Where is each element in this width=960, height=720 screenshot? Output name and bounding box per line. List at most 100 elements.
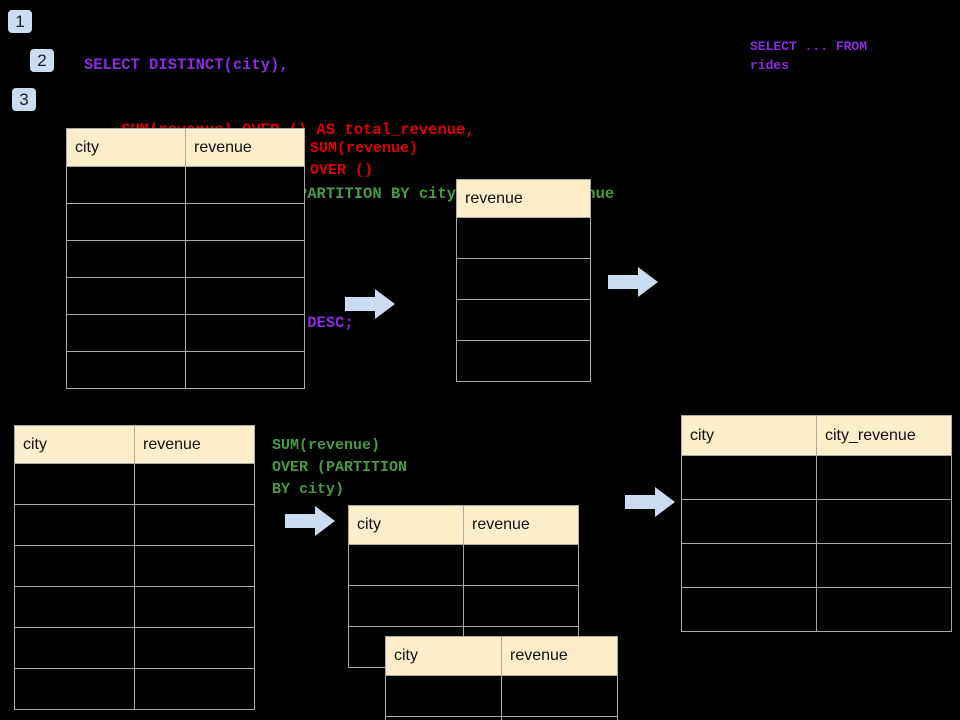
- cell-revenue: [134, 463, 255, 505]
- cell-revenue: [134, 545, 255, 587]
- total-revenue-table: revenue: [456, 179, 591, 382]
- column-header-revenue: revenue: [134, 425, 255, 464]
- cell-city-revenue: [816, 455, 952, 500]
- cell-revenue: [456, 217, 591, 259]
- table-header-row: city revenue: [385, 636, 618, 676]
- table-row: [14, 504, 255, 546]
- table-row: [66, 166, 305, 204]
- table-row: [348, 585, 579, 627]
- table-row: [66, 240, 305, 278]
- column-header-city: city: [14, 425, 135, 464]
- table-row: [681, 499, 952, 544]
- cell-city: [66, 166, 186, 204]
- arrow-partition-to-result: [625, 487, 675, 517]
- cell-city: [385, 716, 502, 720]
- table-row: [456, 340, 591, 382]
- city-revenue-result-table: city city_revenue: [681, 415, 952, 632]
- sql-line-select: SELECT DISTINCT(city),: [84, 56, 289, 74]
- cell-city: [66, 277, 186, 315]
- table-row: [681, 587, 952, 632]
- cell-city: [66, 240, 186, 278]
- cell-revenue: [463, 585, 579, 627]
- cell-city: [14, 586, 135, 628]
- cell-revenue: [463, 544, 579, 586]
- arrow-source-to-partition: [285, 506, 335, 536]
- table-row: [456, 258, 591, 300]
- arrow-total-to-result: [608, 267, 658, 297]
- annotation-select-from-rides: SELECT ... FROM rides: [750, 39, 868, 73]
- cell-city: [385, 675, 502, 717]
- table-row: [348, 544, 579, 586]
- cell-city: [14, 504, 135, 546]
- cell-revenue: [501, 675, 618, 717]
- table-row: [66, 351, 305, 389]
- column-header-city: city: [385, 636, 502, 676]
- cell-revenue: [456, 258, 591, 300]
- cell-city: [14, 545, 135, 587]
- cell-revenue: [185, 314, 305, 352]
- table-row: [456, 217, 591, 259]
- column-header-revenue: revenue: [501, 636, 618, 676]
- arrow-source-to-total: [345, 289, 395, 319]
- cell-revenue: [185, 351, 305, 389]
- cell-city-revenue: [816, 499, 952, 544]
- cell-city: [66, 203, 186, 241]
- column-header-revenue: revenue: [456, 179, 591, 218]
- table-row: [681, 543, 952, 588]
- rides-source-table: city revenue: [66, 128, 305, 389]
- cell-revenue: [185, 166, 305, 204]
- table-header-row: revenue: [456, 179, 591, 218]
- table-row: [14, 627, 255, 669]
- table-row: [66, 203, 305, 241]
- column-header-revenue: revenue: [463, 505, 579, 545]
- table-row: [681, 455, 952, 500]
- column-header-city: city: [681, 415, 817, 456]
- cell-city: [66, 314, 186, 352]
- cell-city: [66, 351, 186, 389]
- rides-source-table-2: city revenue: [14, 425, 255, 710]
- table-row: [14, 463, 255, 505]
- cell-revenue: [134, 504, 255, 546]
- table-row: [14, 586, 255, 628]
- table-header-row: city revenue: [14, 425, 255, 464]
- table-header-row: city city_revenue: [681, 415, 952, 456]
- cell-city: [681, 587, 817, 632]
- table-row: [385, 675, 618, 717]
- step-badge-3: 3: [12, 88, 36, 111]
- cell-revenue: [134, 668, 255, 710]
- table-row: [66, 314, 305, 352]
- column-header-city: city: [348, 505, 464, 545]
- annotation-sum-over-partition: SUM(revenue) OVER (PARTITION BY city): [272, 437, 408, 498]
- cell-city: [681, 543, 817, 588]
- cell-revenue: [185, 203, 305, 241]
- column-header-revenue: revenue: [185, 128, 305, 167]
- step-badge-2: 2: [30, 49, 54, 72]
- annotation-sum-over-empty: SUM(revenue) OVER (): [310, 140, 419, 179]
- cell-city-revenue: [816, 587, 952, 632]
- cell-city: [14, 668, 135, 710]
- cell-city: [681, 455, 817, 500]
- cell-city: [348, 585, 464, 627]
- column-header-city: city: [66, 128, 186, 167]
- partition-group-table-back: city revenue: [348, 505, 579, 668]
- table-row: [456, 299, 591, 341]
- cell-city: [14, 463, 135, 505]
- cell-city: [681, 499, 817, 544]
- step-badge-1: 1: [8, 10, 32, 33]
- cell-revenue: [134, 586, 255, 628]
- cell-revenue: [134, 627, 255, 669]
- table-row: [385, 716, 618, 720]
- table-row: [14, 545, 255, 587]
- table-row: [66, 277, 305, 315]
- table-header-row: city revenue: [348, 505, 579, 545]
- cell-revenue: [456, 299, 591, 341]
- cell-revenue: [501, 716, 618, 720]
- partition-group-table-front: city revenue: [385, 636, 618, 720]
- column-header-city-revenue: city_revenue: [816, 415, 952, 456]
- cell-city-revenue: [816, 543, 952, 588]
- cell-city: [348, 544, 464, 586]
- cell-revenue: [456, 340, 591, 382]
- cell-city: [14, 627, 135, 669]
- table-header-row: city revenue: [66, 128, 305, 167]
